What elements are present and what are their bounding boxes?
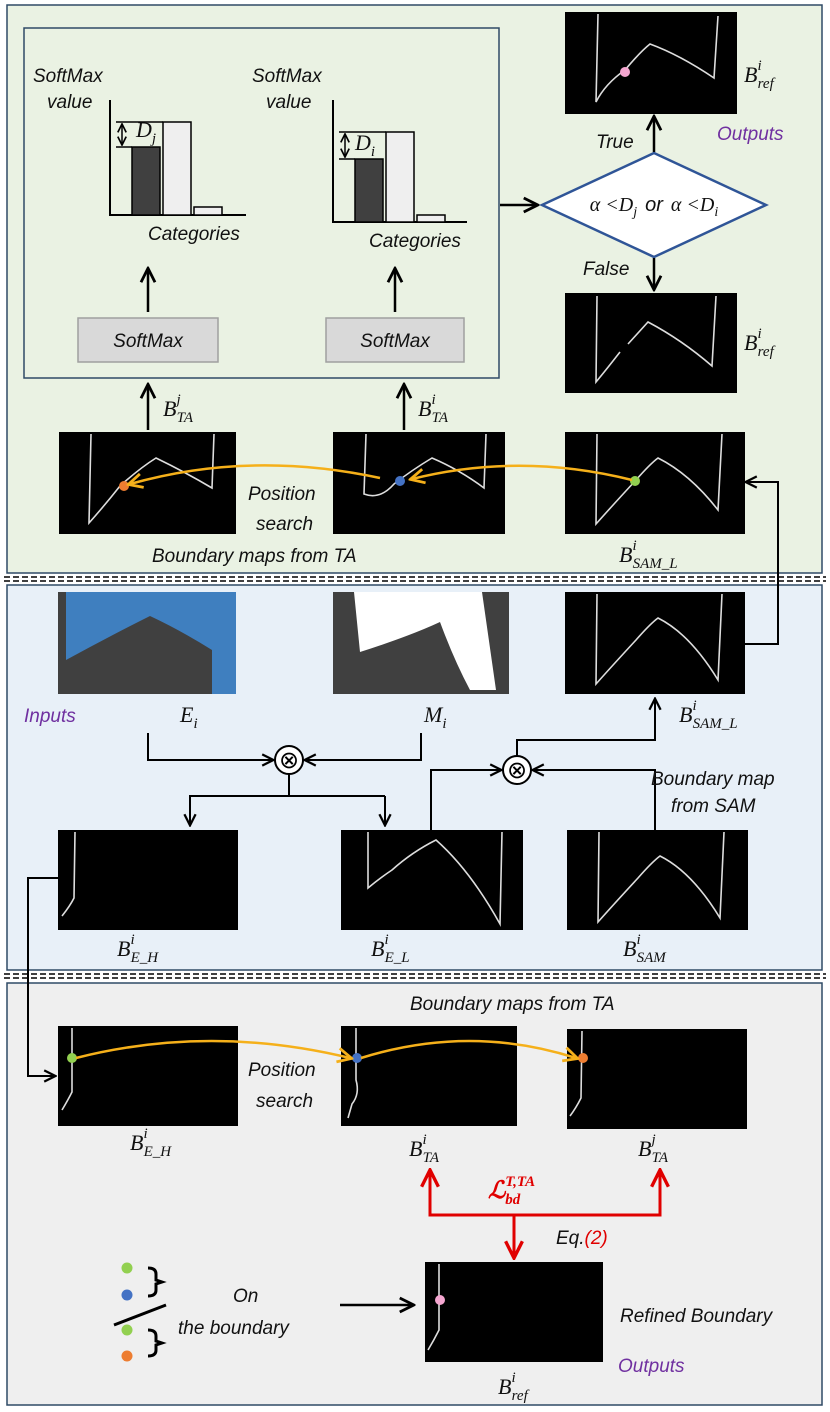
position-search-top-2: search	[256, 514, 313, 535]
ylabel-left-line1: SoftMax	[33, 66, 104, 87]
bar-dark-left	[131, 146, 161, 216]
map-b-ref-false	[565, 293, 737, 393]
map-b-ta-i	[333, 432, 505, 534]
svg-text:Dj: Dj	[135, 117, 156, 147]
dot-green-bottom	[67, 1053, 77, 1063]
softmax-chart-right: SoftMax value Di Categories	[252, 66, 467, 252]
position-search-bottom-1: Position	[248, 1060, 316, 1081]
decision-diamond	[539, 151, 769, 259]
input-image-e	[58, 592, 236, 694]
dot-pink-bottom	[435, 1295, 445, 1305]
position-search-top-1: Position	[248, 484, 316, 505]
position-search-bottom-2: search	[256, 1091, 313, 1112]
ylabel-left-line2: value	[47, 92, 92, 113]
dot-orange-bottom	[578, 1053, 588, 1063]
map-b-ref-true	[565, 12, 737, 114]
refined-boundary-label: Refined Boundary	[620, 1306, 774, 1327]
eq-label: Eq.(2)	[556, 1228, 608, 1249]
boundary-map-from-sam-1: Boundary map	[651, 769, 775, 790]
svg-text:SoftMax: SoftMax	[360, 331, 431, 352]
xlabel-left: Categories	[148, 224, 240, 245]
outputs-label-top: Outputs	[717, 124, 784, 145]
dot-legend	[113, 1262, 167, 1362]
bar-small-left	[193, 206, 223, 216]
label-m-i: Mi	[423, 702, 447, 732]
softmax-chart-left: SoftMax value Dj Categories	[33, 66, 246, 245]
dot-pink-top	[620, 67, 630, 77]
input-image-m	[333, 592, 509, 694]
map-b-sam-l-top	[565, 432, 745, 534]
svg-text:⊗: ⊗	[507, 756, 527, 784]
map-b-e-h-bottom	[58, 1026, 238, 1126]
dot-blue-bottom	[352, 1053, 362, 1063]
softmax-box-left	[77, 317, 219, 363]
map-b-e-h-mid	[58, 830, 238, 930]
xlabel-right: Categories	[369, 231, 461, 252]
on-boundary-1: On	[233, 1286, 258, 1307]
map-b-sam	[567, 830, 748, 930]
map-b-ta-j	[59, 432, 236, 534]
label-e-i: Ei	[179, 702, 198, 732]
on-boundary-2: the boundary	[178, 1318, 290, 1339]
dot-blue-top	[395, 476, 405, 486]
outputs-label-bottom: Outputs	[618, 1356, 685, 1377]
svg-text:⊗: ⊗	[279, 746, 299, 774]
bar-small-right	[416, 214, 446, 223]
softmax-box-right	[325, 317, 465, 363]
loss-connector	[430, 1172, 660, 1217]
ylabel-right-line2: value	[266, 92, 311, 113]
svg-text:Di: Di	[354, 130, 375, 160]
inputs-label: Inputs	[24, 706, 76, 727]
bar-dark-right	[354, 158, 384, 223]
bar-light-left	[162, 121, 192, 216]
softmax-panel	[23, 27, 500, 379]
caption-top: Boundary maps from TA	[152, 546, 357, 567]
dot-green-top	[630, 476, 640, 486]
map-b-ref-final	[425, 1262, 603, 1362]
caption-bottom: Boundary maps from TA	[410, 994, 615, 1015]
svg-text:SoftMax: SoftMax	[113, 331, 184, 352]
false-label: False	[583, 259, 629, 280]
map-b-e-l	[341, 830, 523, 930]
boundary-map-from-sam-2: from SAM	[671, 796, 756, 817]
map-b-ta-j-bottom	[567, 1029, 747, 1129]
dot-orange-top	[119, 481, 129, 491]
map-b-sam-l-mid	[565, 592, 745, 694]
bar-light-right	[385, 131, 415, 223]
ylabel-right-line1: SoftMax	[252, 66, 323, 87]
true-label: True	[596, 132, 634, 153]
